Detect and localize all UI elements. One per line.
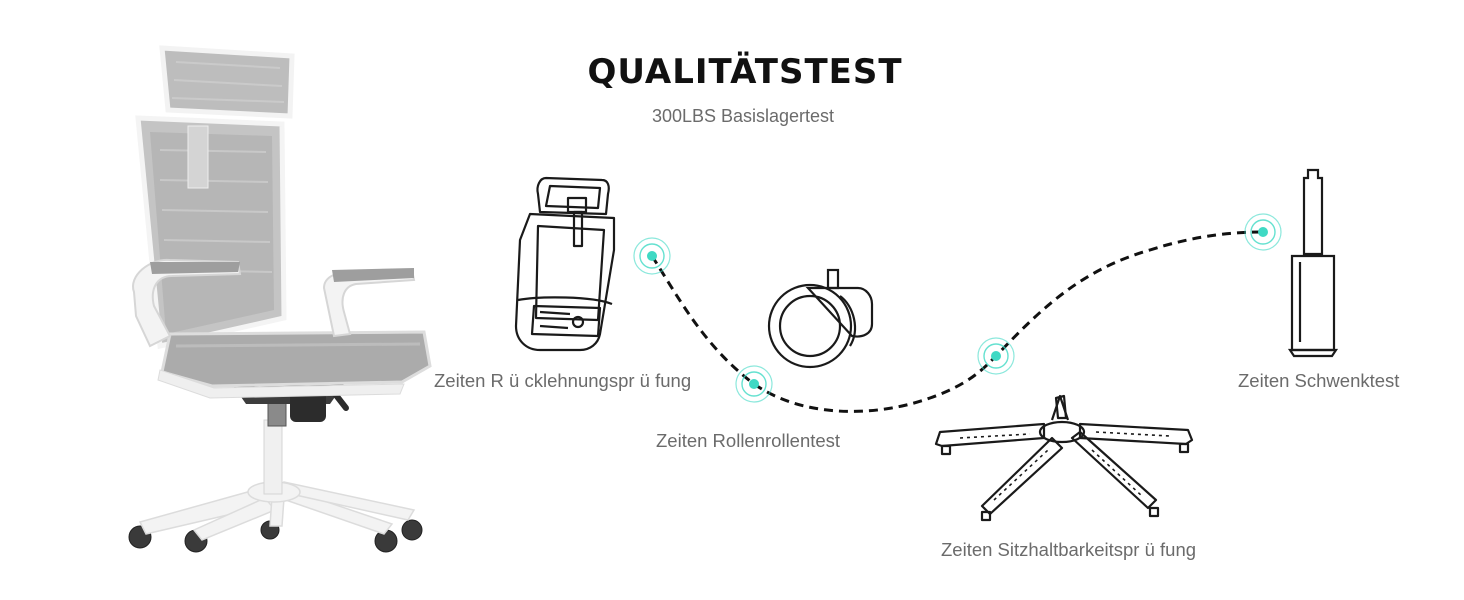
test-route-path [650, 230, 1265, 413]
chair-gas-lift [263, 419, 283, 495]
page-subtitle: 300LBS Basislagertest [651, 106, 835, 126]
chair-armrest-left [132, 258, 242, 348]
chair-seat [160, 330, 432, 388]
marker-seat [977, 337, 1015, 375]
label-seat-durability-test: Zeiten Sitzhaltbarkeitspr ü fung [941, 539, 1197, 560]
backrest-icon [514, 176, 616, 352]
marker-backrest [633, 237, 671, 275]
chair-base-icon [934, 394, 1194, 522]
chair-wheels [128, 519, 423, 553]
chair-base [138, 481, 416, 541]
label-backrest-test: Zeiten R ü cklehnungspr ü fung [434, 370, 692, 391]
label-caster-test: Zeiten Rollenrollentest [656, 430, 841, 451]
label-swivel-test: Zeiten Schwenktest [1238, 370, 1400, 391]
chair-armrest-right [322, 268, 416, 338]
marker-caster [735, 365, 773, 403]
page-title: QUALITÄTSTEST [587, 52, 903, 92]
office-chair-image [128, 45, 432, 553]
marker-swivel [1244, 213, 1282, 251]
gas-cylinder-icon [1287, 168, 1339, 358]
caster-wheel-icon [767, 268, 874, 369]
